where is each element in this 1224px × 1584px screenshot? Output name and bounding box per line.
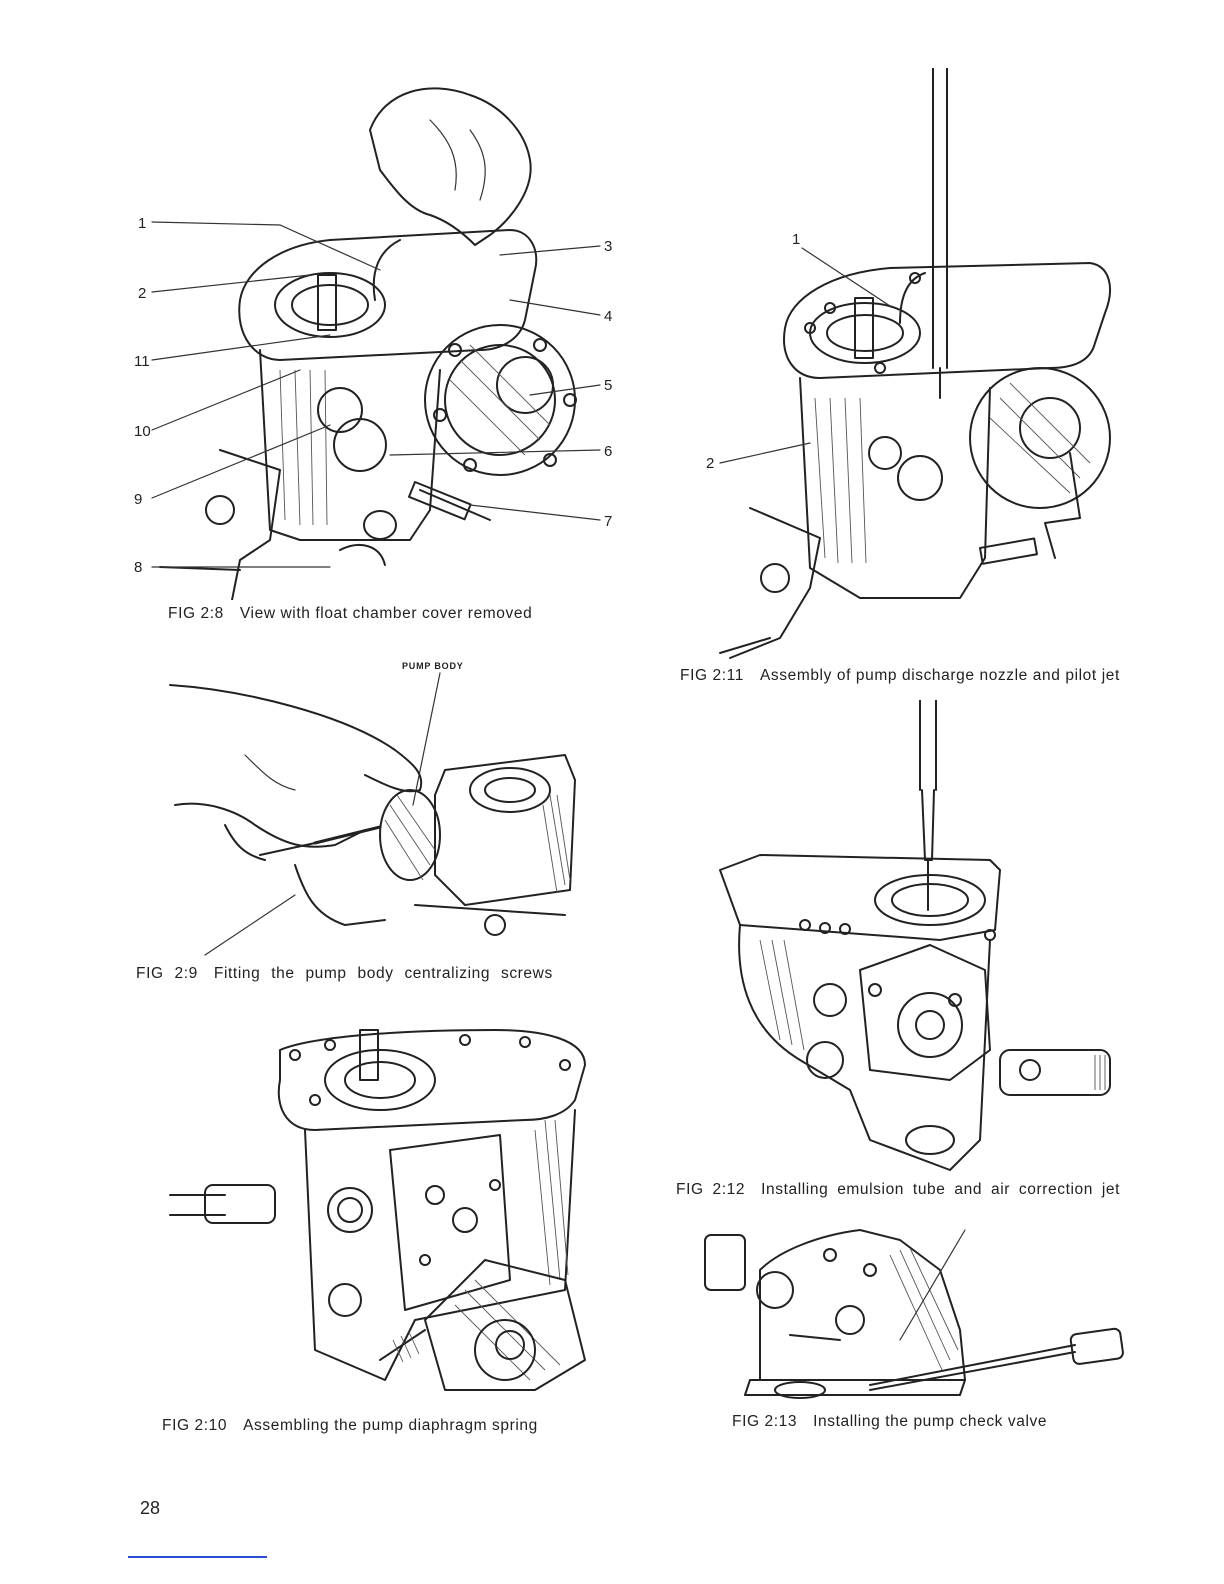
callout-9: 9 xyxy=(134,491,142,508)
callout-8: 8 xyxy=(134,559,142,576)
fig-2-8-text: View with float chamber cover removed xyxy=(239,605,533,622)
fig-2-11-number: FIG 2:11 xyxy=(680,667,744,684)
fig-2-12-text: Installing emulsion tube and air correct… xyxy=(761,1181,1121,1198)
callout-3: 3 xyxy=(604,238,612,255)
callout-11: 11 xyxy=(134,353,150,370)
fig-2-13-illustration xyxy=(700,1210,1125,1410)
fig-2-9-number: FIG 2:9 xyxy=(136,965,198,982)
fig-2-8-number: FIG 2:8 xyxy=(168,605,224,622)
fig-2-9-illustration: PUMP BODY xyxy=(165,655,595,960)
fig-2-13-number: FIG 2:13 xyxy=(732,1413,798,1430)
callout-1: 1 xyxy=(792,231,800,248)
callout-2: 2 xyxy=(706,455,714,472)
fig-2-12-caption: FIG 2:12 Installing emulsion tube and air… xyxy=(676,1180,1156,1199)
fig-2-8-illustration: 1 2 3 4 5 6 7 8 9 10 11 xyxy=(130,70,620,600)
fig-2-11-drawing: 1 2 xyxy=(706,68,1111,659)
fig-2-10-text: Assembling the pump diaphragm spring xyxy=(243,1417,538,1434)
fig-2-12-drawing xyxy=(719,700,1111,1171)
fig-2-13-caption: FIG 2:13 Installing the pump check valve xyxy=(732,1412,1152,1431)
page-number: 28 xyxy=(140,1498,161,1518)
fig-2-10-number: FIG 2:10 xyxy=(162,1417,228,1434)
fig-2-13-text: Installing the pump check valve xyxy=(813,1413,1048,1430)
fig-2-8-caption: FIG 2:8 View with float chamber cover rem… xyxy=(168,604,618,623)
fig-2-10-caption: FIG 2:10 Assembling the pump diaphragm sp… xyxy=(162,1416,612,1435)
callout-1: 1 xyxy=(138,215,146,232)
callout-2: 2 xyxy=(138,285,146,302)
fig-2-9-caption: FIG 2:9 Fitting the pump body centralizin… xyxy=(136,964,616,983)
fig-2-10-drawing xyxy=(169,1029,586,1391)
fig-2-9-text: Fitting the pump body centralizing screw… xyxy=(213,965,553,982)
callout-5: 5 xyxy=(604,377,612,394)
callout-7: 7 xyxy=(604,513,612,530)
fig-2-13-drawing xyxy=(704,1229,1124,1399)
callout-4: 4 xyxy=(604,308,612,325)
callout-6: 6 xyxy=(604,443,612,460)
fig-2-10-illustration xyxy=(165,1020,595,1410)
fig-2-11-illustration: 1 2 xyxy=(700,68,1120,668)
fig-2-11-caption: FIG 2:11 Assembly of pump discharge nozzl… xyxy=(680,666,1160,685)
fig-2-8-drawing: 1 2 3 4 5 6 7 8 9 10 11 xyxy=(134,87,612,600)
pump-body-label: PUMP BODY xyxy=(402,661,464,671)
callout-10: 10 xyxy=(134,423,151,440)
fig-2-9-drawing: PUMP BODY xyxy=(169,661,576,956)
footer-rule xyxy=(128,1556,267,1558)
fig-2-11-text: Assembly of pump discharge nozzle and pi… xyxy=(759,667,1120,684)
fig-2-12-illustration xyxy=(700,700,1130,1180)
fig-2-12-number: FIG 2:12 xyxy=(676,1181,746,1198)
